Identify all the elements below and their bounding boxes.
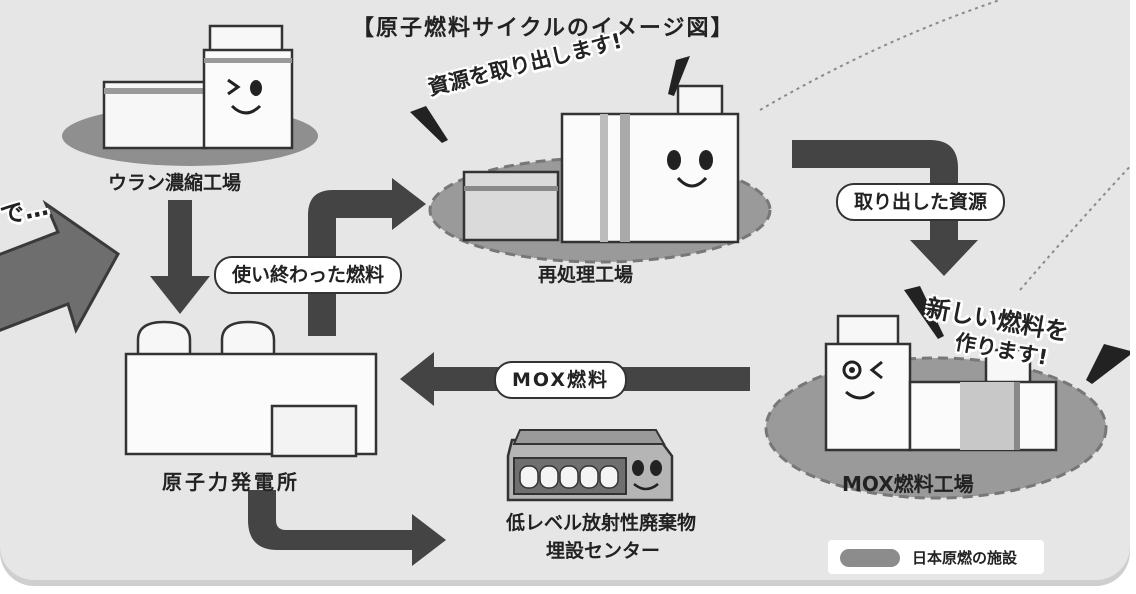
- label-disposal-line1: 低レベル放射性廃棄物: [506, 512, 697, 534]
- arrow-plant-to-disposal: [248, 490, 446, 566]
- guide-line-top: [759, 0, 1001, 111]
- disposal-center: [506, 429, 674, 502]
- label-mox-plant: MOX燃料工場: [842, 472, 974, 496]
- legend-swatch: [840, 549, 900, 567]
- diagram-graphics: [0, 0, 1130, 566]
- power-plant: [124, 320, 378, 458]
- label-reprocessing: 再処理工場: [538, 264, 634, 286]
- label-disposal-line2: 埋設センター: [546, 540, 661, 562]
- label-enrichment: ウラン濃縮工場: [108, 172, 242, 194]
- incoming-arrow: [0, 199, 120, 334]
- legend: 日本原燃の施設: [828, 540, 1044, 574]
- pill-extracted-resources: 取り出した資源: [836, 183, 1006, 221]
- enrichment-plant: [62, 24, 318, 166]
- arrow-plant-to-reprocessing: [308, 178, 426, 336]
- diagram-title: 【原子燃料サイクルのイメージ図】: [352, 16, 735, 41]
- arrow-reprocessing-to-mox: [792, 140, 978, 276]
- pill-spent-fuel: 使い終わった燃料: [214, 256, 403, 294]
- legend-label: 日本原燃の施設: [912, 549, 1018, 567]
- diagram-panel: 【原子燃料サイクルのイメージ図】 ウラン濃縮工場 再処理工場 MOX燃料工場 原…: [0, 0, 1130, 580]
- pill-mox-fuel: MOX燃料: [494, 361, 628, 399]
- arrow-enrichment-to-plant: [168, 200, 192, 280]
- label-power-plant: 原子力発電所: [162, 470, 300, 494]
- reprocessing-plant: [428, 84, 772, 264]
- speech-slashes: [410, 56, 1130, 384]
- mox-plant: [764, 314, 1108, 500]
- guide-line-right: [1019, 164, 1130, 291]
